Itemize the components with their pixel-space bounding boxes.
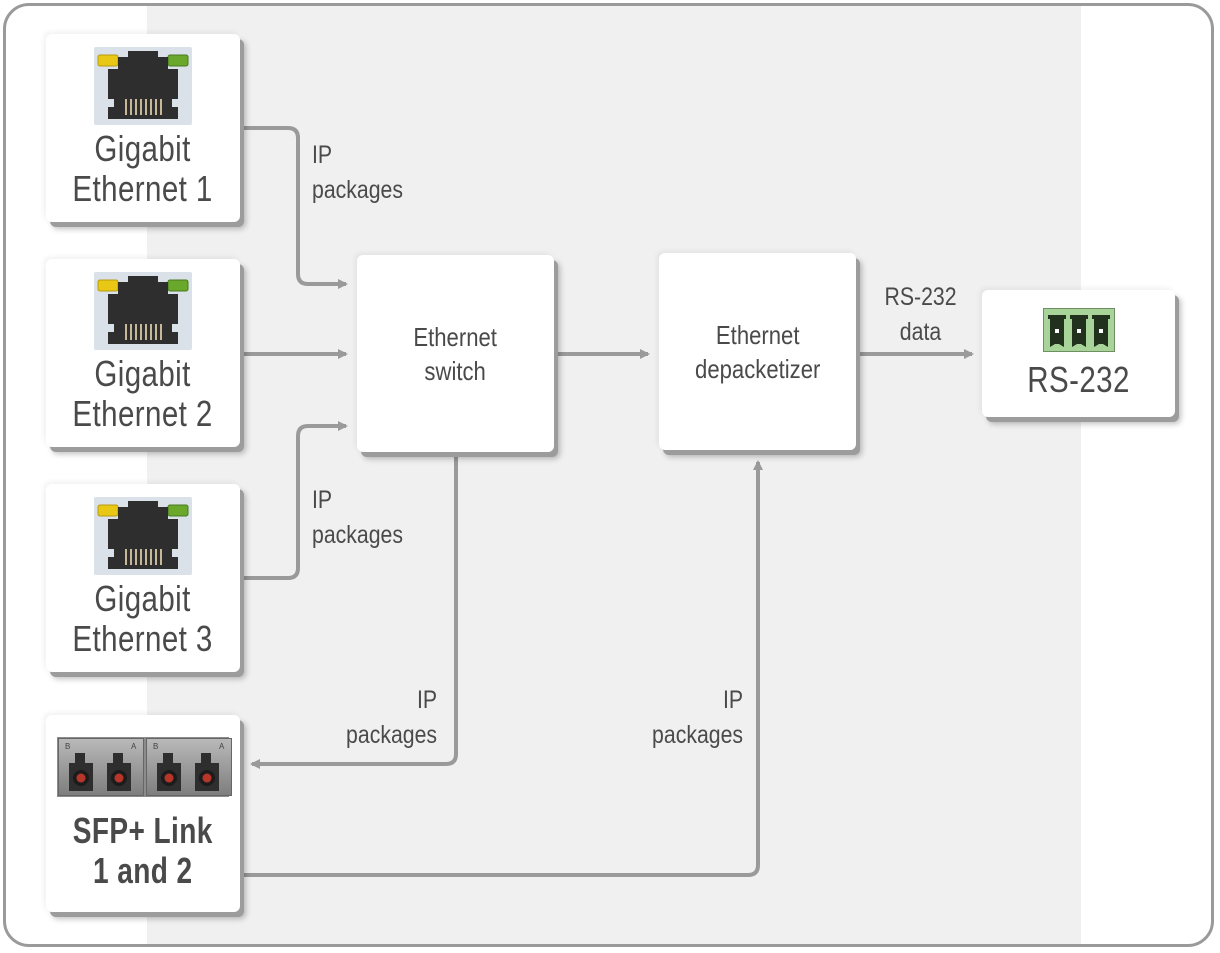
svg-text:A: A xyxy=(131,742,137,751)
rj45-port-icon xyxy=(94,47,192,125)
port-label-line1: Gigabit xyxy=(94,128,192,169)
svg-text:B: B xyxy=(153,742,158,751)
sfp-port-icon: B A B A xyxy=(57,736,232,797)
port-label: RS-232 xyxy=(1027,358,1130,400)
background-band xyxy=(147,6,1081,944)
wire-label-gbe3-to-switch: IP packages xyxy=(312,483,403,553)
port-label: Gigabit Ethernet 3 xyxy=(73,579,213,659)
wire-gbe3-to-switch xyxy=(240,421,348,580)
wire-label-line1: IP xyxy=(416,686,437,714)
port-gigabit-ethernet-1[interactable]: Gigabit Ethernet 1 xyxy=(46,34,240,222)
port-rs-232[interactable]: RS-232 xyxy=(982,290,1175,417)
block-label-line2: depacketizer xyxy=(694,353,821,384)
wire-switch-to-sfp xyxy=(250,452,458,769)
terminal-block-icon xyxy=(1042,307,1115,352)
wire-label-line2: packages xyxy=(312,176,403,204)
port-label: Gigabit Ethernet 2 xyxy=(73,354,213,434)
wire-label-line2: packages xyxy=(312,521,403,549)
block-label: Ethernet depacketizer xyxy=(695,318,820,386)
port-label-line2: Ethernet 2 xyxy=(72,393,214,434)
wire-label-line1: IP xyxy=(312,486,333,514)
wire-label-line2: data xyxy=(899,318,942,346)
rj45-port-icon xyxy=(94,497,192,575)
wire-label-line2: packages xyxy=(346,721,437,749)
port-sfp-link[interactable]: B A B A SFP+ Link 1 and 2 xyxy=(46,715,240,912)
wire-label-switch-to-sfp: IP packages xyxy=(346,683,437,753)
wire-label-gbe1-to-switch: IP packages xyxy=(312,138,403,208)
block-ethernet-switch[interactable]: Ethernet switch xyxy=(357,255,554,452)
port-label-line2: Ethernet 3 xyxy=(72,618,214,659)
svg-text:A: A xyxy=(219,742,225,751)
wire-label-depacketizer-to-rs232: RS-232 data xyxy=(878,280,963,350)
sfp-module-1: B A xyxy=(58,737,144,796)
port-label: SFP+ Link 1 and 2 xyxy=(72,809,214,891)
block-ethernet-depacketizer[interactable]: Ethernet depacketizer xyxy=(659,253,856,450)
block-label-line1: Ethernet xyxy=(715,319,800,350)
wire-label-line1: IP xyxy=(312,141,333,169)
port-label-line1: SFP+ Link xyxy=(72,809,214,851)
port-label: Gigabit Ethernet 1 xyxy=(73,129,213,209)
block-label: Ethernet switch xyxy=(414,320,498,388)
wire-sfp-to-depacketizer xyxy=(240,460,763,877)
wire-label-line1: RS-232 xyxy=(884,283,957,311)
port-gigabit-ethernet-2[interactable]: Gigabit Ethernet 2 xyxy=(46,259,240,447)
port-gigabit-ethernet-3[interactable]: Gigabit Ethernet 3 xyxy=(46,484,240,672)
port-label-line1: Gigabit xyxy=(94,353,192,394)
wire-gbe1-to-switch xyxy=(240,126,348,289)
block-label-line1: Ethernet xyxy=(413,321,498,352)
rj45-port-icon xyxy=(94,272,192,350)
svg-text:B: B xyxy=(65,742,70,751)
wire-label-sfp-to-depacketizer: IP packages xyxy=(652,683,743,753)
wire-label-line1: IP xyxy=(722,686,743,714)
port-label-line1: Gigabit xyxy=(94,578,192,619)
port-label-line2: Ethernet 1 xyxy=(72,168,214,209)
sfp-module-2: B A xyxy=(146,737,232,796)
block-label-line2: switch xyxy=(424,355,487,386)
port-label-line2: 1 and 2 xyxy=(93,849,193,891)
wire-label-line2: packages xyxy=(652,721,743,749)
